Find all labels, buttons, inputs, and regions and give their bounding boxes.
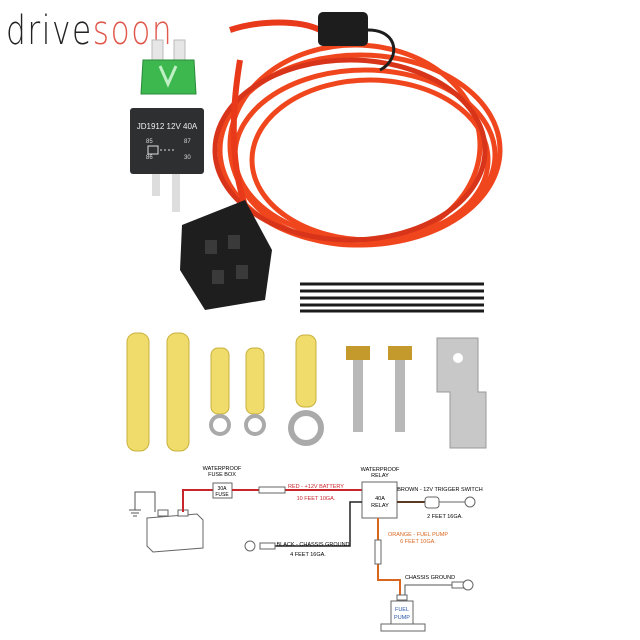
ring-terminal-icon-2: [451, 579, 474, 591]
relay-label: RELAY: [371, 503, 389, 509]
pin-87: 87: [184, 139, 191, 145]
red-wire-label: RED - +12V BATTERY: [288, 484, 344, 490]
orange-wire-label: ORANGE - FUEL PUMP: [388, 532, 448, 538]
relay-socket: [180, 200, 272, 310]
inline-fuse-icon-2: [374, 539, 382, 565]
relay: JD1912 12V 40A 85 86 87 30: [130, 108, 204, 212]
battery-ground-wire: [134, 491, 156, 512]
relay-icon: [361, 481, 398, 519]
fuse-label: FUSE: [215, 492, 229, 498]
relay-title: WATERPROOF: [361, 467, 400, 473]
brand-logo: drivesoon: [6, 8, 173, 54]
chassis-ground-wire: [404, 584, 453, 598]
battery-icon: [146, 509, 204, 553]
ring-terminals: [209, 334, 324, 446]
red-wire-battery-to-fusebox: [182, 489, 213, 512]
fuel-pump-label: FUEL: [395, 607, 409, 613]
inline-fuse-icon: [258, 486, 286, 494]
pin-85: 85: [146, 139, 153, 145]
brown-wire-label: BROWN - 12V TRIGGER SWITCH: [397, 487, 482, 493]
fuse-rating: 30A: [218, 486, 228, 492]
chassis-ground-label: CHASSIS GROUND: [405, 575, 455, 581]
logo-part-drive: drive: [6, 8, 93, 54]
inline-fuse-holder: [318, 12, 396, 72]
fuel-pump-label-2: PUMP: [394, 615, 410, 621]
fuse-box-title-2: FUSE BOX: [208, 472, 236, 478]
butt-connectors: [126, 332, 190, 452]
wiring-diagram: WATERPROOF FUSE BOX 30A FUSE RED - +12V …: [129, 466, 483, 632]
fuel-pump-icon: [380, 594, 426, 632]
black-wire-label: BLACK - CHASSIS GROUND: [276, 542, 349, 548]
pin-86: 86: [146, 155, 153, 161]
relay-title-2: RELAY: [371, 473, 389, 479]
key-switch-icon: [424, 496, 476, 509]
ground-icon: [129, 509, 141, 517]
fuse-box-title: WATERPROOF: [203, 466, 242, 472]
mounting-bracket: [436, 337, 487, 449]
black-wire-spec: 4 FEET 16GA.: [290, 552, 326, 558]
self-tapping-screws: [346, 346, 412, 432]
ring-terminal-icon: [244, 540, 276, 552]
blade-fuse: [140, 39, 197, 95]
orange-wire-spec: 6 FEET 10GA.: [400, 539, 436, 545]
wire-harness-coil: [212, 19, 503, 248]
black-wire: [275, 501, 362, 547]
zip-ties: [300, 282, 484, 313]
brown-wire-spec: 2 FEET 16GA.: [427, 514, 463, 520]
relay-model-label: JD1912 12V 40A: [137, 122, 198, 131]
red-wire-spec: 10 FEET 10GA.: [297, 496, 336, 502]
relay-rating: 40A: [375, 496, 385, 502]
pin-30: 30: [184, 155, 191, 161]
